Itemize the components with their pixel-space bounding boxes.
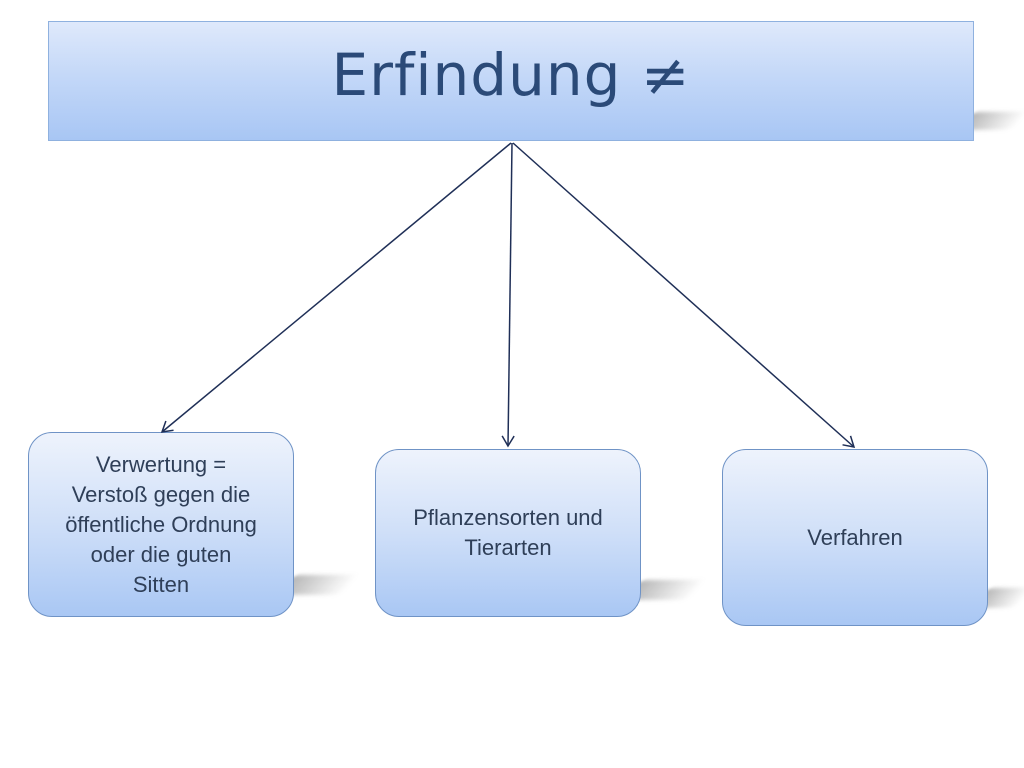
box-pflanzensorten: Pflanzensorten und Tierarten	[375, 449, 641, 617]
box-verwertung: Verwertung = Verstoß gegen die öffentlic…	[28, 432, 294, 617]
arrow-to-verwertung	[160, 142, 512, 433]
box-verwertung-label: Verwertung = Verstoß gegen die öffentlic…	[65, 451, 257, 597]
arrow-to-verfahren	[512, 142, 856, 448]
diagram-title: Erfindung ≠	[331, 41, 691, 109]
box-pflanzensorten-label: Pflanzensorten und Tierarten	[413, 505, 603, 560]
title-box: Erfindung ≠	[48, 21, 974, 141]
box-verfahren: Verfahren	[722, 449, 988, 626]
box-verfahren-label: Verfahren	[807, 524, 903, 550]
arrow-to-pflanzensorten	[501, 142, 515, 448]
